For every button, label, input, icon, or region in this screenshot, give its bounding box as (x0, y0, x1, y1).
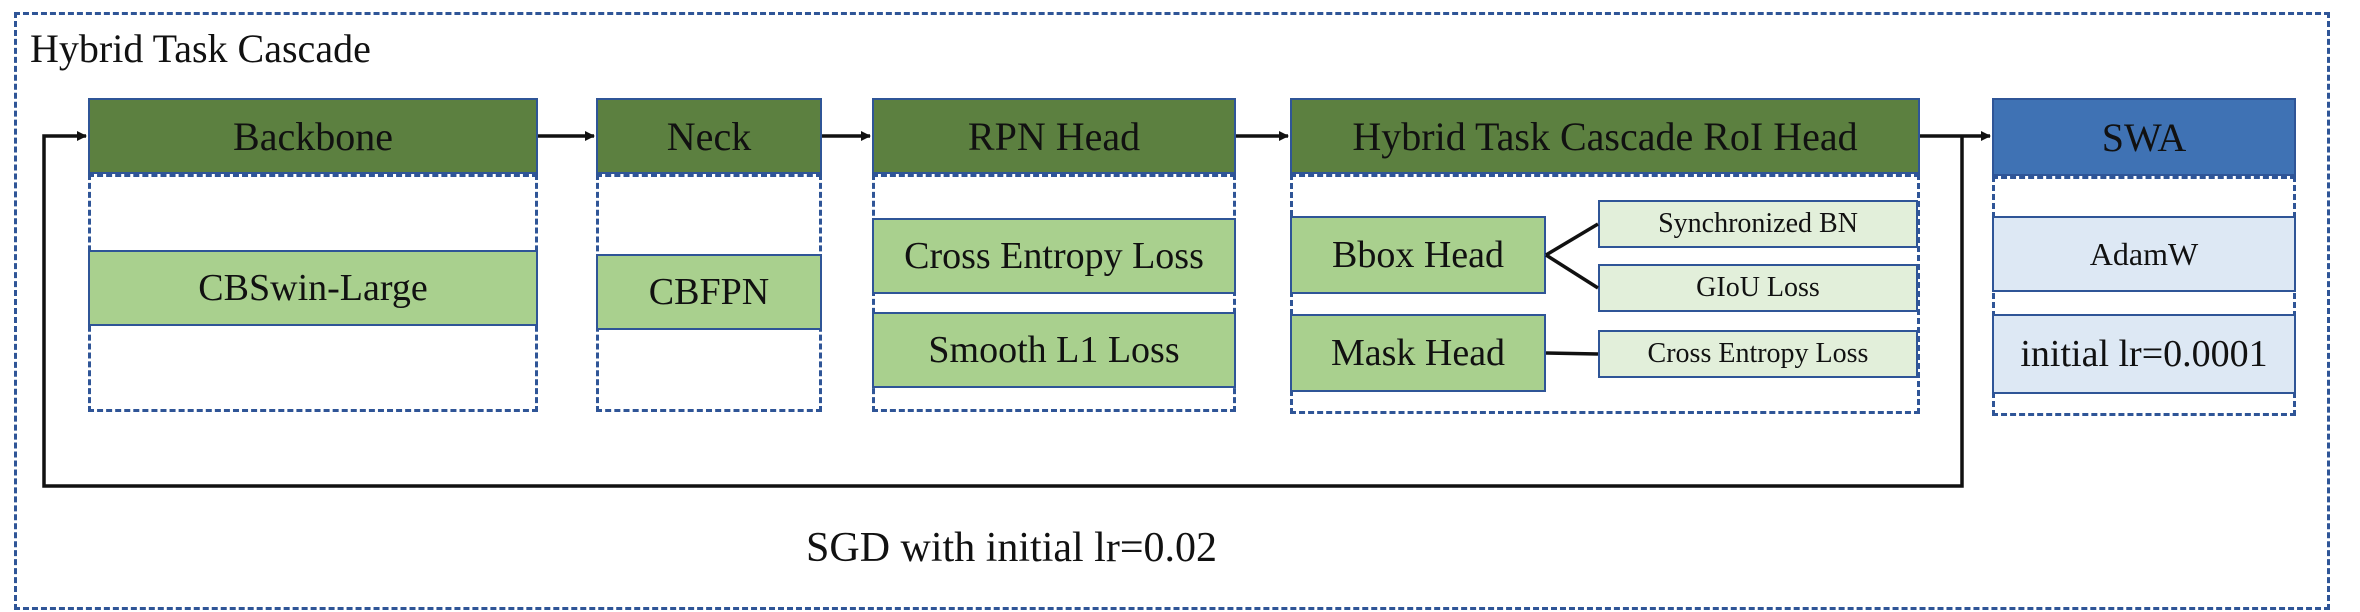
rpn-header: RPN Head (872, 98, 1236, 174)
mask-to-ce-line (1545, 351, 1599, 356)
swa-header: SWA (1992, 98, 2296, 176)
sgd-feedback-loop (42, 131, 1964, 488)
sgd-caption: SGD with initial lr=0.02 (806, 525, 1218, 571)
bbox-to-giou-line (1545, 253, 1599, 290)
outer-frame (14, 12, 2330, 610)
neck-header: Neck (596, 98, 822, 174)
backbone-header: Backbone (88, 98, 538, 174)
giou-loss: GIoU Loss (1598, 264, 1918, 312)
rpn-smooth-l1-loss: Smooth L1 Loss (872, 312, 1236, 388)
bbox-head: Bbox Head (1290, 216, 1546, 294)
mask-head: Mask Head (1290, 314, 1546, 392)
swa-learning-rate: initial lr=0.0001 (1992, 314, 2296, 394)
bbox-to-syncbn-line (1545, 222, 1599, 257)
rpn-cross-entropy-loss: Cross Entropy Loss (872, 218, 1236, 294)
diagram-title: Hybrid Task Cascade (30, 26, 371, 71)
backbone-component: CBSwin-Large (88, 250, 538, 326)
neck-component: CBFPN (596, 254, 822, 330)
swa-optimizer: AdamW (1992, 216, 2296, 292)
synchronized-bn: Synchronized BN (1598, 200, 1918, 248)
mask-cross-entropy-loss: Cross Entropy Loss (1598, 330, 1918, 378)
roi-header: Hybrid Task Cascade RoI Head (1290, 98, 1920, 174)
